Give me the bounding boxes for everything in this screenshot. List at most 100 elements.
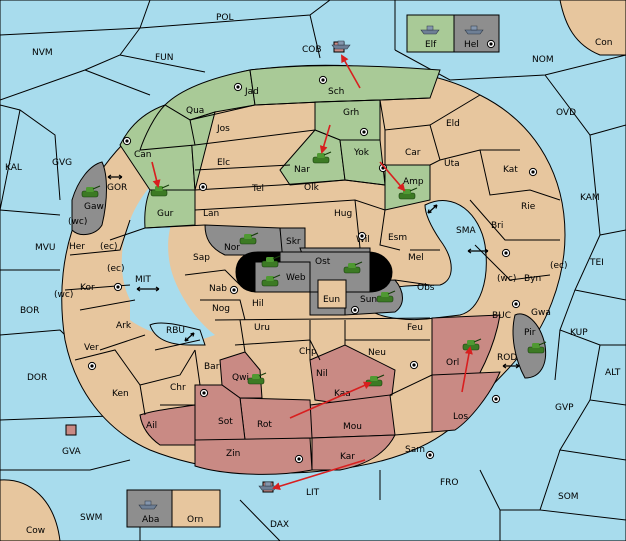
land-gwa: Gwa [531,308,551,318]
land-sam: Sam [405,445,425,455]
sea-mvu: MVU [35,243,56,253]
land-labels: Jad Sch Qua Jos Grh Eld Can Yok Car Uta … [69,87,551,462]
land-gaw: Gaw [84,202,104,212]
land-zin: Zin [226,449,240,459]
sea-sma: SMA [456,226,476,236]
legend-orn-label: Orn [187,515,203,525]
land-nar: Nar [294,165,310,175]
land-nab: Nab [209,284,227,294]
land-grh: Grh [343,108,359,118]
legend-elf-label: Elf [425,40,437,50]
sea-swm: SWM [80,513,102,523]
sea-nom: NOM [532,55,554,65]
sea-ovd: OVD [556,108,576,118]
land-eld: Eld [446,119,460,129]
land-uru: Uru [254,323,270,333]
land-gur: Gur [157,209,174,219]
land-ken: Ken [112,389,129,399]
rbu-sea [149,322,206,346]
land-olk: Olk [304,183,320,193]
land-chr: Chr [170,383,186,393]
sea-gvp: GVP [555,403,574,413]
land-sot: Sot [218,417,233,427]
land-can: Can [134,150,152,160]
sea-dor: DOR [27,373,47,383]
sea-kam: KAM [580,193,600,203]
coast-tags: (wc) (ec) (ec) (wc) (wc) (ec) [54,217,568,300]
land-los: Los [453,412,468,422]
land-mou: Mou [343,422,362,432]
order-arrows [151,54,473,491]
land-nor: Nor [224,243,240,253]
sea-cow: Cow [26,526,45,536]
land-bar: Bar [204,362,220,372]
west-inner-sea [121,160,215,340]
land-ail: Ail [146,421,157,431]
sea-alt: ALT [605,368,621,378]
sea-gvg: GVG [52,158,72,168]
sea-lit: LIT [306,488,320,498]
sea-rod: ROD [497,353,517,363]
sea-cob: COB [302,45,322,55]
land-nog: Nog [212,304,230,314]
sea-kal: KAL [5,163,22,173]
land-bri: Bri [491,221,503,231]
land-tel: Tel [251,184,264,194]
land-rot: Rot [257,420,272,430]
legend-hel-label: Hel [464,40,479,50]
sea-gor: GOR [107,183,127,193]
sea-labels: POL FUN NVM COB NOM Con OVD KAL GVG KAM … [5,13,621,536]
land-sch: Sch [328,87,344,97]
svg-text:(wc): (wc) [497,274,516,284]
land-hil: Hil [252,299,264,309]
land-neu: Neu [368,348,386,358]
sea-mit: MIT [135,275,151,285]
land-jos: Jos [216,124,230,134]
sea-bor: BOR [20,306,39,316]
land-hug: Hug [334,209,352,219]
sea-gva: GVA [62,447,82,457]
sea-pol: POL [216,13,234,23]
land-sap: Sap [193,253,210,263]
land-car: Car [405,148,421,158]
svg-text:(wc): (wc) [54,290,73,300]
land-mel: Mel [408,253,424,263]
land-esm: Esm [388,233,407,243]
land-elc: Elc [217,158,230,168]
connectors [107,174,520,369]
land-ost: Ost [315,257,331,267]
legend-top: Elf Hel [406,14,500,53]
land-web: Web [286,273,306,283]
sea-tei: TEI [589,258,604,268]
sea-rbu: RBU [166,326,185,336]
land-chp: Chp [299,347,317,357]
land-byn: Byn [524,274,541,284]
sea-buc: BUC [492,311,511,321]
land-orl: Orl [446,358,459,368]
land-pir: Pir [524,328,536,338]
eun-region [317,279,347,309]
land-eun: Eun [323,295,340,305]
sea-nvm: NVM [32,48,53,58]
land-kor: Kor [80,283,95,293]
svg-text:(ec): (ec) [100,242,118,252]
land-sun: Sun [360,295,377,305]
land-borders [64,94,561,436]
legend-bottom: Aba Orn [126,489,221,528]
land-yok: Yok [353,148,370,158]
svg-text:(wc): (wc) [68,217,87,227]
land-her: Her [69,242,85,252]
sea-kup: KUP [570,328,588,338]
legend-aba-label: Aba [142,515,159,525]
land-skr: Skr [286,237,301,247]
land-ver: Ver [84,343,99,353]
land-nil: Nil [316,369,328,379]
land-qua: Qua [186,106,204,116]
con-region [559,0,626,56]
sea-som: SOM [558,492,579,502]
land-amp: Amp [403,177,424,187]
svg-text:(ec): (ec) [107,264,125,274]
land-kaa: Kaa [334,389,351,399]
